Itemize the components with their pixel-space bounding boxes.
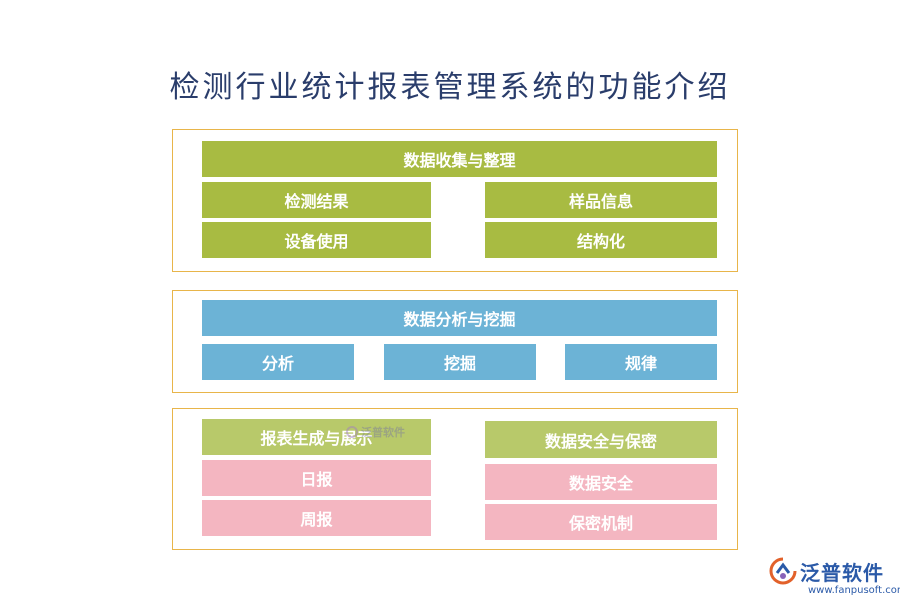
brand-url: www.fanpusoft.com <box>808 585 900 596</box>
brand-logo: 泛普软件 <box>768 556 884 586</box>
brand-name: 泛普软件 <box>800 560 884 585</box>
item-weekly-report: 周报 <box>202 500 431 536</box>
watermark: 泛普软件 <box>346 424 405 440</box>
data-collection-header: 数据收集与整理 <box>202 141 717 177</box>
section-reports-security <box>172 408 738 550</box>
data-analysis-header: 数据分析与挖掘 <box>202 300 717 336</box>
item-analysis: 分析 <box>202 344 354 380</box>
item-test-results: 检测结果 <box>202 182 431 218</box>
item-sample-info: 样品信息 <box>485 182 717 218</box>
item-confidentiality: 保密机制 <box>485 504 717 540</box>
item-mining: 挖掘 <box>384 344 536 380</box>
report-generation-header: 报表生成与展示 <box>202 419 431 455</box>
page-title: 检测行业统计报表管理系统的功能介绍 <box>169 70 731 105</box>
watermark-logo-icon <box>346 426 358 438</box>
section-data-collection <box>172 129 738 272</box>
item-daily-report: 日报 <box>202 460 431 496</box>
watermark-text: 泛普软件 <box>361 426 405 439</box>
section-data-analysis <box>172 290 738 393</box>
item-patterns: 规律 <box>565 344 717 380</box>
item-equipment-usage: 设备使用 <box>202 222 431 258</box>
item-data-security: 数据安全 <box>485 464 717 500</box>
fanpu-logo-icon <box>769 557 797 585</box>
item-structuring: 结构化 <box>485 222 717 258</box>
data-security-header: 数据安全与保密 <box>485 421 717 458</box>
